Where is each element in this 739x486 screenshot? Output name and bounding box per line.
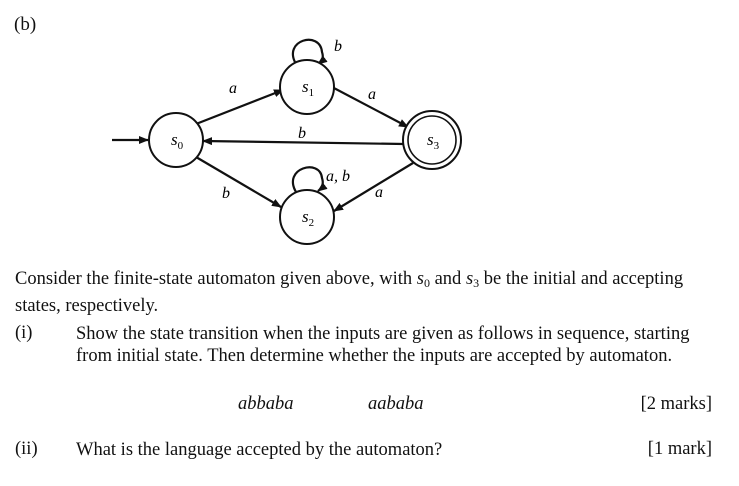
- question-1-text: Show the state transition when the input…: [76, 324, 690, 366]
- question-2-marks: [1 mark]: [647, 439, 712, 459]
- part-label: (b): [14, 14, 37, 35]
- question-2-number: (ii): [15, 439, 38, 459]
- edge-label-s0-s2: b: [222, 185, 230, 202]
- edge-label-s1-s1: b: [334, 38, 342, 55]
- question-2-text: What is the language accepted by the aut…: [76, 440, 443, 460]
- edge-s1-s3: [331, 86, 409, 128]
- state-s2-label: s2: [302, 207, 314, 229]
- automaton-diagram: s0 s1 s2 s3 a b a b b a, b a: [112, 38, 462, 245]
- edge-label-s1-s3: a: [368, 86, 376, 103]
- input-string-2: aababa: [368, 394, 424, 414]
- state-s0-label: s0: [171, 130, 184, 152]
- state-s3-outer-circle: [402, 110, 462, 170]
- self-loop-s2: [292, 166, 328, 193]
- edge-label-s3-s2: a: [375, 184, 383, 201]
- edge-s3-s2: [333, 162, 414, 212]
- self-loop-s1: [292, 38, 328, 65]
- edge-label-s3-s0: b: [298, 125, 306, 142]
- edge-label-s0-s1: a: [229, 80, 237, 97]
- state-s3-label: s3: [427, 130, 440, 152]
- state-s1-circle: [279, 59, 335, 115]
- input-string-1: abbaba: [238, 394, 294, 414]
- edge-s3-s0: [202, 137, 405, 146]
- state-s3-inner-circle: [407, 115, 457, 165]
- intro-paragraph: Consider the finite-state automaton give…: [15, 269, 684, 316]
- state-s1-label: s1: [302, 77, 314, 99]
- state-s0-circle: [148, 112, 204, 168]
- question-1-marks: [2 marks]: [640, 394, 712, 414]
- edge-s0-s1: [195, 88, 284, 126]
- edge-label-s2-s2: a, b: [326, 168, 350, 185]
- state-s2-circle: [279, 189, 335, 245]
- edge-s0-s2: [195, 156, 282, 208]
- question-1-number: (i): [15, 323, 33, 343]
